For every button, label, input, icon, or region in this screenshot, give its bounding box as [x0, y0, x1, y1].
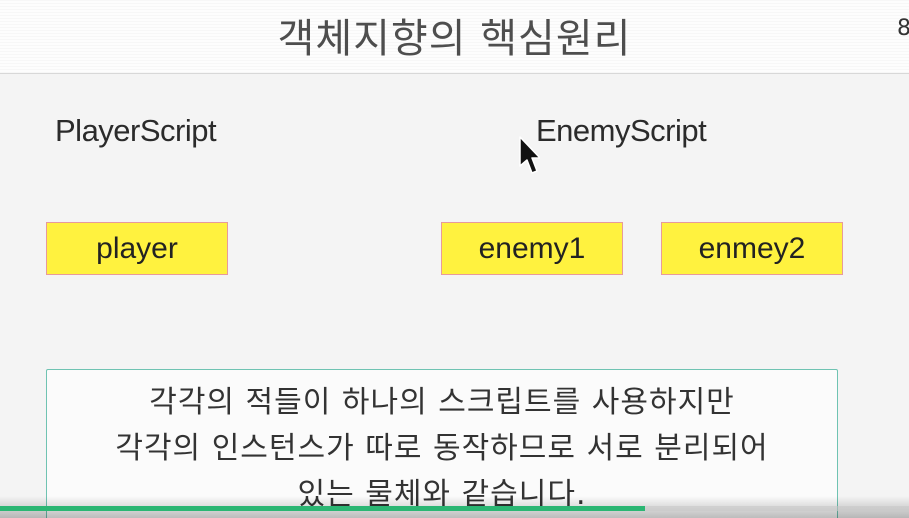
explanation-note-box: 각각의 적들이 하나의 스크립트를 사용하지만 각각의 인스턴스가 따로 동작하…: [46, 369, 838, 518]
slide-title: 객체지향의 핵심원리: [277, 16, 632, 62]
player-object-label: player: [96, 231, 178, 265]
enemy1-object-box: enemy1: [441, 222, 623, 275]
enemy1-object-label: enemy1: [478, 231, 586, 265]
note-line-1: 각각의 적들이 하나의 스크립트를 사용하지만: [149, 385, 735, 420]
enmey2-object-box: enmey2: [661, 222, 843, 275]
slide-page-number: 8: [897, 16, 909, 41]
enemy-script-label: EnemyScript: [536, 113, 707, 148]
mouse-pointer-icon: [519, 136, 540, 174]
enmey2-object-label: enmey2: [698, 231, 806, 265]
slide-title-bar: 객체지향의 핵심원리 8: [0, 0, 909, 74]
note-line-2: 각각의 인스턴스가 따로 동작하므로 서로 분리되어: [115, 431, 769, 466]
player-script-label: PlayerScript: [55, 113, 217, 148]
video-progress-bar[interactable]: [0, 506, 909, 511]
player-object-box: player: [46, 222, 228, 275]
video-progress-fill: [0, 506, 646, 511]
